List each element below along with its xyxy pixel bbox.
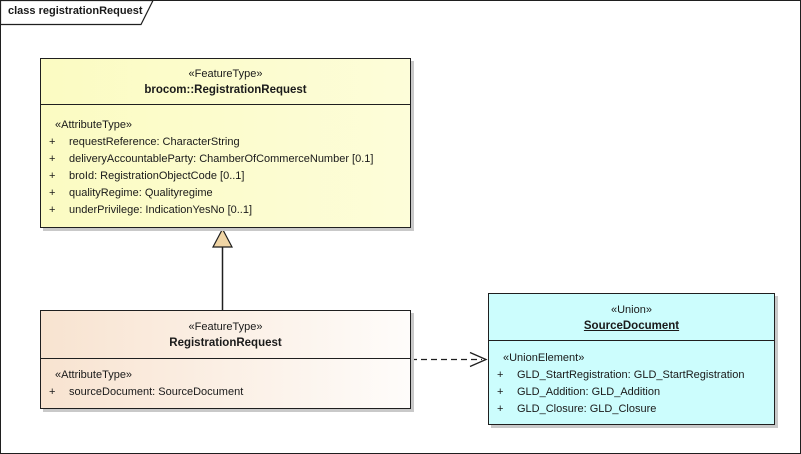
- section-label: «AttributeType»: [55, 119, 133, 131]
- frame-title: class registrationRequest: [8, 5, 143, 17]
- attributes-compartment: «AttributeType» + sourceDocument: Source…: [41, 359, 410, 401]
- attribute-row: + qualityRegime: Qualityregime: [41, 185, 410, 202]
- class-name: RegistrationRequest: [169, 337, 282, 349]
- attribute-text: GLD_StartRegistration: GLD_StartRegistra…: [517, 369, 745, 381]
- dependency-arrowhead-icon: [469, 351, 488, 368]
- attribute-text: sourceDocument: SourceDocument: [69, 386, 244, 398]
- attribute-text: GLD_Addition: GLD_Addition: [517, 386, 661, 398]
- class-name: SourceDocument: [583, 319, 680, 332]
- attribute-row: + GLD_Closure: GLD_Closure: [489, 401, 774, 418]
- attribute-text: requestReference: CharacterString: [69, 136, 240, 148]
- visibility-marker: +: [49, 386, 56, 398]
- visibility-marker: +: [49, 187, 56, 199]
- class-brocom-registrationrequest[interactable]: «FeatureType» brocom::RegistrationReques…: [40, 58, 411, 228]
- attribute-text: deliveryAccountableParty: ChamberOfComme…: [69, 153, 374, 165]
- attribute-text: qualityRegime: Qualityregime: [69, 187, 213, 199]
- attribute-text: GLD_Closure: GLD_Closure: [517, 403, 657, 415]
- attribute-row: + requestReference: CharacterString: [41, 134, 410, 151]
- visibility-marker: +: [49, 170, 56, 182]
- stereotype-label: «Union»: [611, 303, 652, 316]
- attribute-row: + underPrivilege: IndicationYesNo [0..1]: [41, 202, 410, 219]
- generalization-triangle-icon: [212, 227, 233, 248]
- attribute-row: + GLD_StartRegistration: GLD_StartRegist…: [489, 367, 774, 384]
- class-header: «FeatureType» RegistrationRequest: [41, 311, 410, 359]
- attributes-compartment: «UnionElement» + GLD_StartRegistration: …: [489, 341, 774, 418]
- class-header: «Union» SourceDocument: [489, 294, 774, 341]
- stereotype-label: «FeatureType»: [188, 321, 263, 333]
- dependency-arrow[interactable]: [411, 351, 488, 368]
- section-label: «UnionElement»: [503, 352, 585, 364]
- visibility-marker: +: [497, 403, 504, 415]
- stereotype-label: «FeatureType»: [188, 68, 263, 80]
- visibility-marker: +: [49, 204, 56, 216]
- section-label: «AttributeType»: [55, 369, 133, 381]
- visibility-marker: +: [49, 153, 56, 165]
- attribute-text: broId: RegistrationObjectCode [0..1]: [69, 170, 245, 182]
- class-name: brocom::RegistrationRequest: [144, 84, 307, 96]
- attribute-row: + broId: RegistrationObjectCode [0..1]: [41, 168, 410, 185]
- class-registrationrequest[interactable]: «FeatureType» RegistrationRequest «Attri…: [40, 310, 411, 409]
- diagram-tab: [0, 0, 154, 26]
- attribute-row: + deliveryAccountableParty: ChamberOfCom…: [41, 151, 410, 168]
- visibility-marker: +: [497, 386, 504, 398]
- attributes-compartment: «AttributeType» + requestReference: Char…: [41, 105, 410, 219]
- visibility-marker: +: [49, 136, 56, 148]
- generalization-arrow[interactable]: [212, 227, 233, 310]
- visibility-marker: +: [497, 369, 504, 381]
- attribute-text: underPrivilege: IndicationYesNo [0..1]: [69, 204, 253, 216]
- attribute-row: + GLD_Addition: GLD_Addition: [489, 384, 774, 401]
- class-header: «FeatureType» brocom::RegistrationReques…: [41, 59, 410, 105]
- class-sourcedocument[interactable]: «Union» SourceDocument «UnionElement» + …: [488, 293, 775, 425]
- attribute-row: + sourceDocument: SourceDocument: [41, 384, 410, 401]
